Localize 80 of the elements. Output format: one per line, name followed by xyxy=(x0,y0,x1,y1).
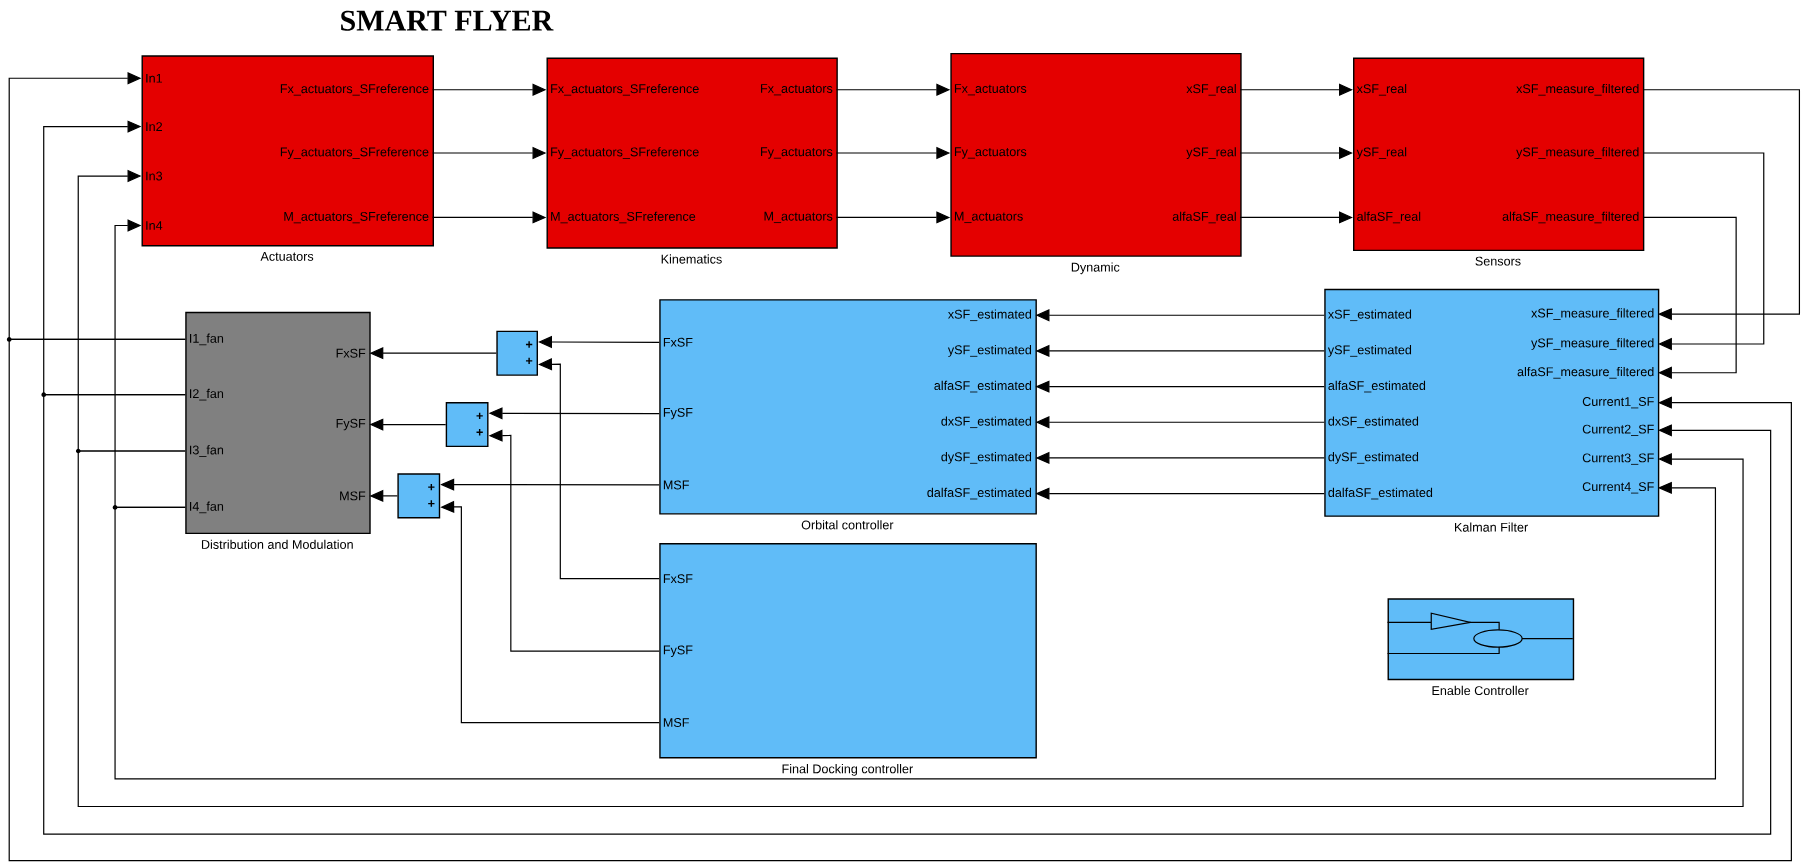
port-label: Fx_actuators xyxy=(954,84,1027,96)
block-label: Orbital controller xyxy=(801,520,894,530)
port-label: FySF xyxy=(663,407,693,420)
port-label: FxSF xyxy=(336,348,366,358)
port-label: MSF xyxy=(663,480,689,490)
signal-line xyxy=(1642,89,1800,321)
port-label: In3 xyxy=(146,171,163,181)
port-label: dxSF_estimated xyxy=(941,416,1032,428)
port-label: FxSF xyxy=(663,574,693,584)
signal-line xyxy=(1239,83,1353,96)
port-label: I1_fan xyxy=(190,333,224,346)
port-label: ySF_real xyxy=(1356,147,1407,159)
port-label: ySF_estimated xyxy=(1327,344,1412,357)
signal-line xyxy=(1642,216,1737,379)
port-label: dySF_estimated xyxy=(941,451,1032,464)
signal-line xyxy=(77,450,1744,808)
port-label: Fx_actuators_SFreference xyxy=(551,83,699,96)
port-label: M_actuators xyxy=(954,211,1023,223)
port-label: xSF_estimated xyxy=(948,309,1032,321)
port-label: alfaSF_estimated xyxy=(1328,380,1426,393)
port-label: Current3_SF xyxy=(1582,453,1654,465)
block-label: Kalman Filter xyxy=(1455,522,1528,532)
sum-block: + + xyxy=(445,401,489,447)
block-label: Sensors xyxy=(1475,256,1521,266)
port-label: ySF_real xyxy=(1186,147,1236,159)
port-label: ySF_measure_filtered xyxy=(1516,147,1639,159)
block-label: Actuators xyxy=(260,251,314,261)
port-label: In4 xyxy=(146,221,163,230)
signal-line xyxy=(1642,152,1765,351)
port-label: I2_fan xyxy=(190,388,224,401)
port-label: dySF_estimated xyxy=(1328,451,1419,464)
signal-line xyxy=(43,393,1772,835)
port-label: alfaSF_real xyxy=(1172,211,1236,224)
block-label: Kinematics xyxy=(661,254,722,264)
port-label: xSF_estimated xyxy=(1328,309,1412,321)
port-label: M_actuators xyxy=(764,211,833,223)
signal-line xyxy=(1239,211,1353,224)
port-label: Fx_actuators_SFreference xyxy=(280,83,429,96)
port-label: Fy_actuators_SFreference xyxy=(551,147,699,159)
port-label: M_actuators_SFreference xyxy=(551,211,696,224)
port-label: Current4_SF xyxy=(1582,482,1654,494)
port-label: MSF xyxy=(663,717,689,727)
port-label: xSF_measure_filtered xyxy=(1516,83,1639,96)
port-label: Current2_SF xyxy=(1582,424,1654,436)
port-label: In2 xyxy=(146,122,162,131)
port-label: xSF_real xyxy=(1186,83,1236,96)
port-label: FySF xyxy=(336,418,366,431)
port-label: ySF_measure_filtered xyxy=(1531,338,1654,350)
block-label: Distribution and Modulation xyxy=(201,539,353,549)
port-label: xSF_measure_filtered xyxy=(1531,308,1654,320)
port-label: FxSF xyxy=(663,337,693,347)
port-label: dalfaSF_estimated xyxy=(1328,487,1433,500)
port-label: alfaSF_real xyxy=(1357,211,1421,224)
port-label: alfaSF_measure_filtered xyxy=(1502,211,1639,224)
port-label: MSF xyxy=(340,491,366,501)
port-label: Fy_actuators xyxy=(954,147,1027,159)
block-label: Enable Controller xyxy=(1432,685,1529,695)
block-label: Dynamic xyxy=(1071,262,1120,275)
port-label: alfaSF_estimated xyxy=(934,380,1032,393)
port-label: xSF_real xyxy=(1356,83,1407,96)
port-label: I4_fan xyxy=(190,501,224,514)
port-label: I3_fan xyxy=(190,445,224,457)
signal-line xyxy=(8,338,1792,862)
sum-block: + + xyxy=(397,473,441,519)
port-label: FySF xyxy=(663,645,693,657)
port-label: Fy_actuators xyxy=(761,147,833,159)
signal-line xyxy=(538,358,660,580)
title: SMART FLYER xyxy=(341,10,554,31)
block-label: Final Docking controller xyxy=(782,763,913,776)
port-label: dxSF_estimated xyxy=(1328,416,1419,428)
port-label: alfaSF_measure_filtered xyxy=(1517,366,1654,379)
port-label: Fx_actuators xyxy=(761,84,833,96)
port-label: dalfaSF_estimated xyxy=(927,487,1032,500)
port-label: M_actuators_SFreference xyxy=(284,211,429,224)
port-label: In1 xyxy=(146,73,163,83)
port-label: Fy_actuators_SFreference xyxy=(280,147,429,159)
port-label: Current1_SF xyxy=(1582,396,1654,409)
sum-block: + + xyxy=(496,330,538,376)
signal-line xyxy=(114,481,1717,780)
port-label: ySF_estimated xyxy=(947,344,1032,357)
